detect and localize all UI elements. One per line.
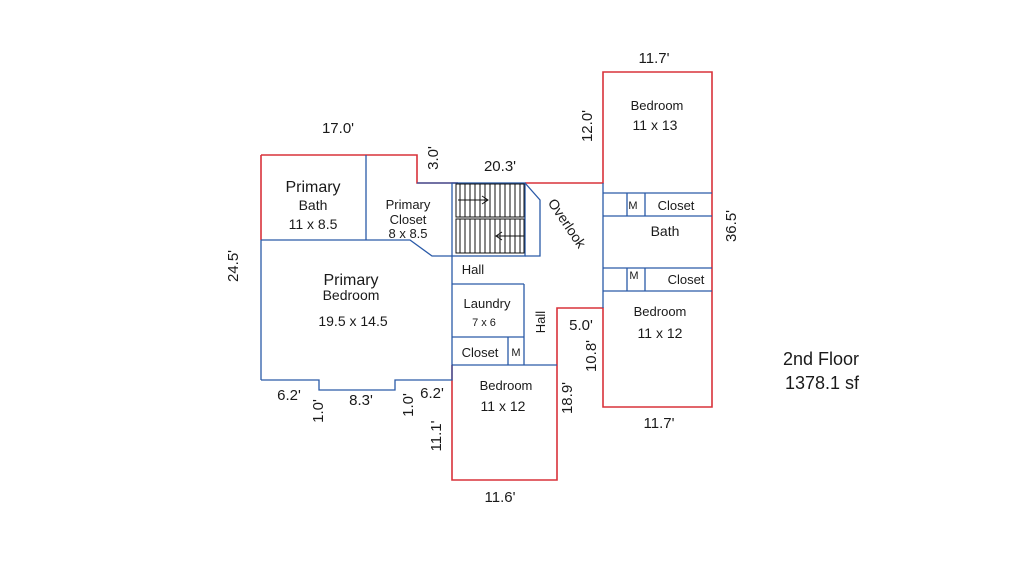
bedroom-mid-right-name: Bedroom [634,304,687,319]
bedroom-bottom-size: 11 x 12 [481,398,526,414]
dim-notch-width: 5.0' [569,317,593,334]
laundry-size: 7 x 6 [472,317,496,329]
primary-bedroom-size: 19.5 x 14.5 [318,313,387,329]
primary-closet-name2: Closet [390,212,427,227]
closet-upper-right-marker: M [628,200,637,212]
closet-laundry-marker: M [511,347,520,359]
bedroom-top-right-size: 11 x 13 [633,117,678,133]
floor-area: 1378.1 sf [785,373,860,393]
dim-bottom-right-width: 11.7' [644,415,675,432]
dim-bottom-left-a: 6.2' [277,387,301,404]
dim-stair-width: 20.3' [484,158,516,175]
dim-left-height: 24.5' [225,250,242,282]
closet-laundry-name: Closet [462,345,499,360]
dim-top-right-width: 11.7' [639,50,670,67]
dim-notch-height: 10.8' [583,340,600,372]
room-labels: Primary Bath 11 x 8.5 Primary Closet 8 x… [285,98,704,414]
bedroom-mid-right-size: 11 x 12 [638,325,683,341]
dim-bottom-left-c: 8.3' [349,392,373,409]
dim-right-height: 36.5' [723,210,740,242]
interior-walls [260,155,712,391]
primary-closet-name: Primary [386,197,431,212]
dim-left-top-width: 17.0' [322,120,354,137]
bedroom-bottom-name: Bedroom [480,378,533,393]
staircase [455,183,525,254]
overlook-label: Overlook [545,196,590,252]
floor-info: 2nd Floor 1378.1 sf [783,349,860,393]
primary-bath-name: Primary [285,179,340,196]
dim-bottom-left-e: 6.2' [420,385,444,402]
primary-closet-size: 8 x 8.5 [388,226,427,241]
laundry-name: Laundry [464,296,511,311]
primary-bedroom-name2: Bedroom [323,287,380,303]
primary-bath-name2: Bath [299,197,328,213]
closet-upper-right-name: Closet [658,198,695,213]
dim-bottom-left-d: 1.0' [400,393,417,417]
hall-upper-label: Hall [462,262,485,277]
floor-name: 2nd Floor [783,349,859,369]
primary-bath-size: 11 x 8.5 [289,216,338,232]
primary-bedroom-name: Primary [323,272,378,289]
hall-side-label: Hall [533,311,548,334]
bedroom-top-right-name: Bedroom [631,98,684,113]
closet-lower-right-name: Closet [668,272,705,287]
bath-right-name: Bath [651,223,680,239]
dim-bedroom-bottom-width: 11.6' [485,489,516,506]
dimension-labels: 11.7' 12.0' 17.0' 3.0' 20.3' 24.5' 36.5'… [225,50,740,506]
dim-stair-notch: 3.0' [425,146,442,170]
dim-bottom-left-b: 1.0' [310,399,327,423]
dim-bedroom-bottom-left: 11.1' [428,420,445,451]
dim-bedroom-bottom-right: 18.9' [559,382,576,414]
dim-top-right-height: 12.0' [579,110,596,142]
closet-lower-right-marker: M [629,270,638,282]
